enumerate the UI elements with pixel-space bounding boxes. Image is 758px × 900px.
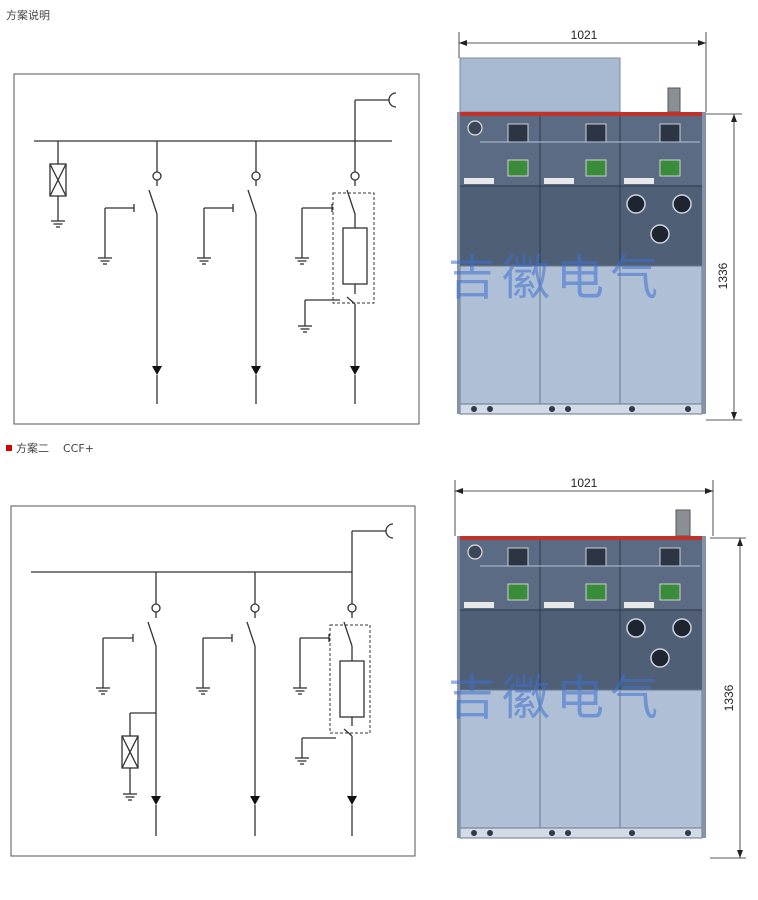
scheme2-code: CCF+ — [63, 442, 94, 455]
schematic-top — [13, 73, 420, 425]
height-dimension-label-2: 1336 — [722, 684, 736, 711]
schematic-bottom — [10, 505, 416, 857]
height-dimension-label: 1336 — [716, 262, 730, 289]
cabinet-bottom: 1021 1336 吉徽电气 — [448, 476, 746, 859]
watermark-text-2: 吉徽电气 — [448, 670, 664, 726]
page-title: 方案说明 — [6, 9, 50, 22]
cabinet-top: 1021 1336 吉徽电气 — [448, 28, 742, 421]
watermark-text: 吉徽电气 — [448, 250, 664, 306]
scheme2-heading: 方案二 CCF+ — [6, 440, 94, 456]
width-dimension-label-2: 1021 — [571, 476, 598, 490]
scheme2-name: 方案二 — [16, 442, 49, 455]
width-dimension-label: 1021 — [571, 28, 598, 42]
red-bullet-icon — [6, 445, 12, 451]
